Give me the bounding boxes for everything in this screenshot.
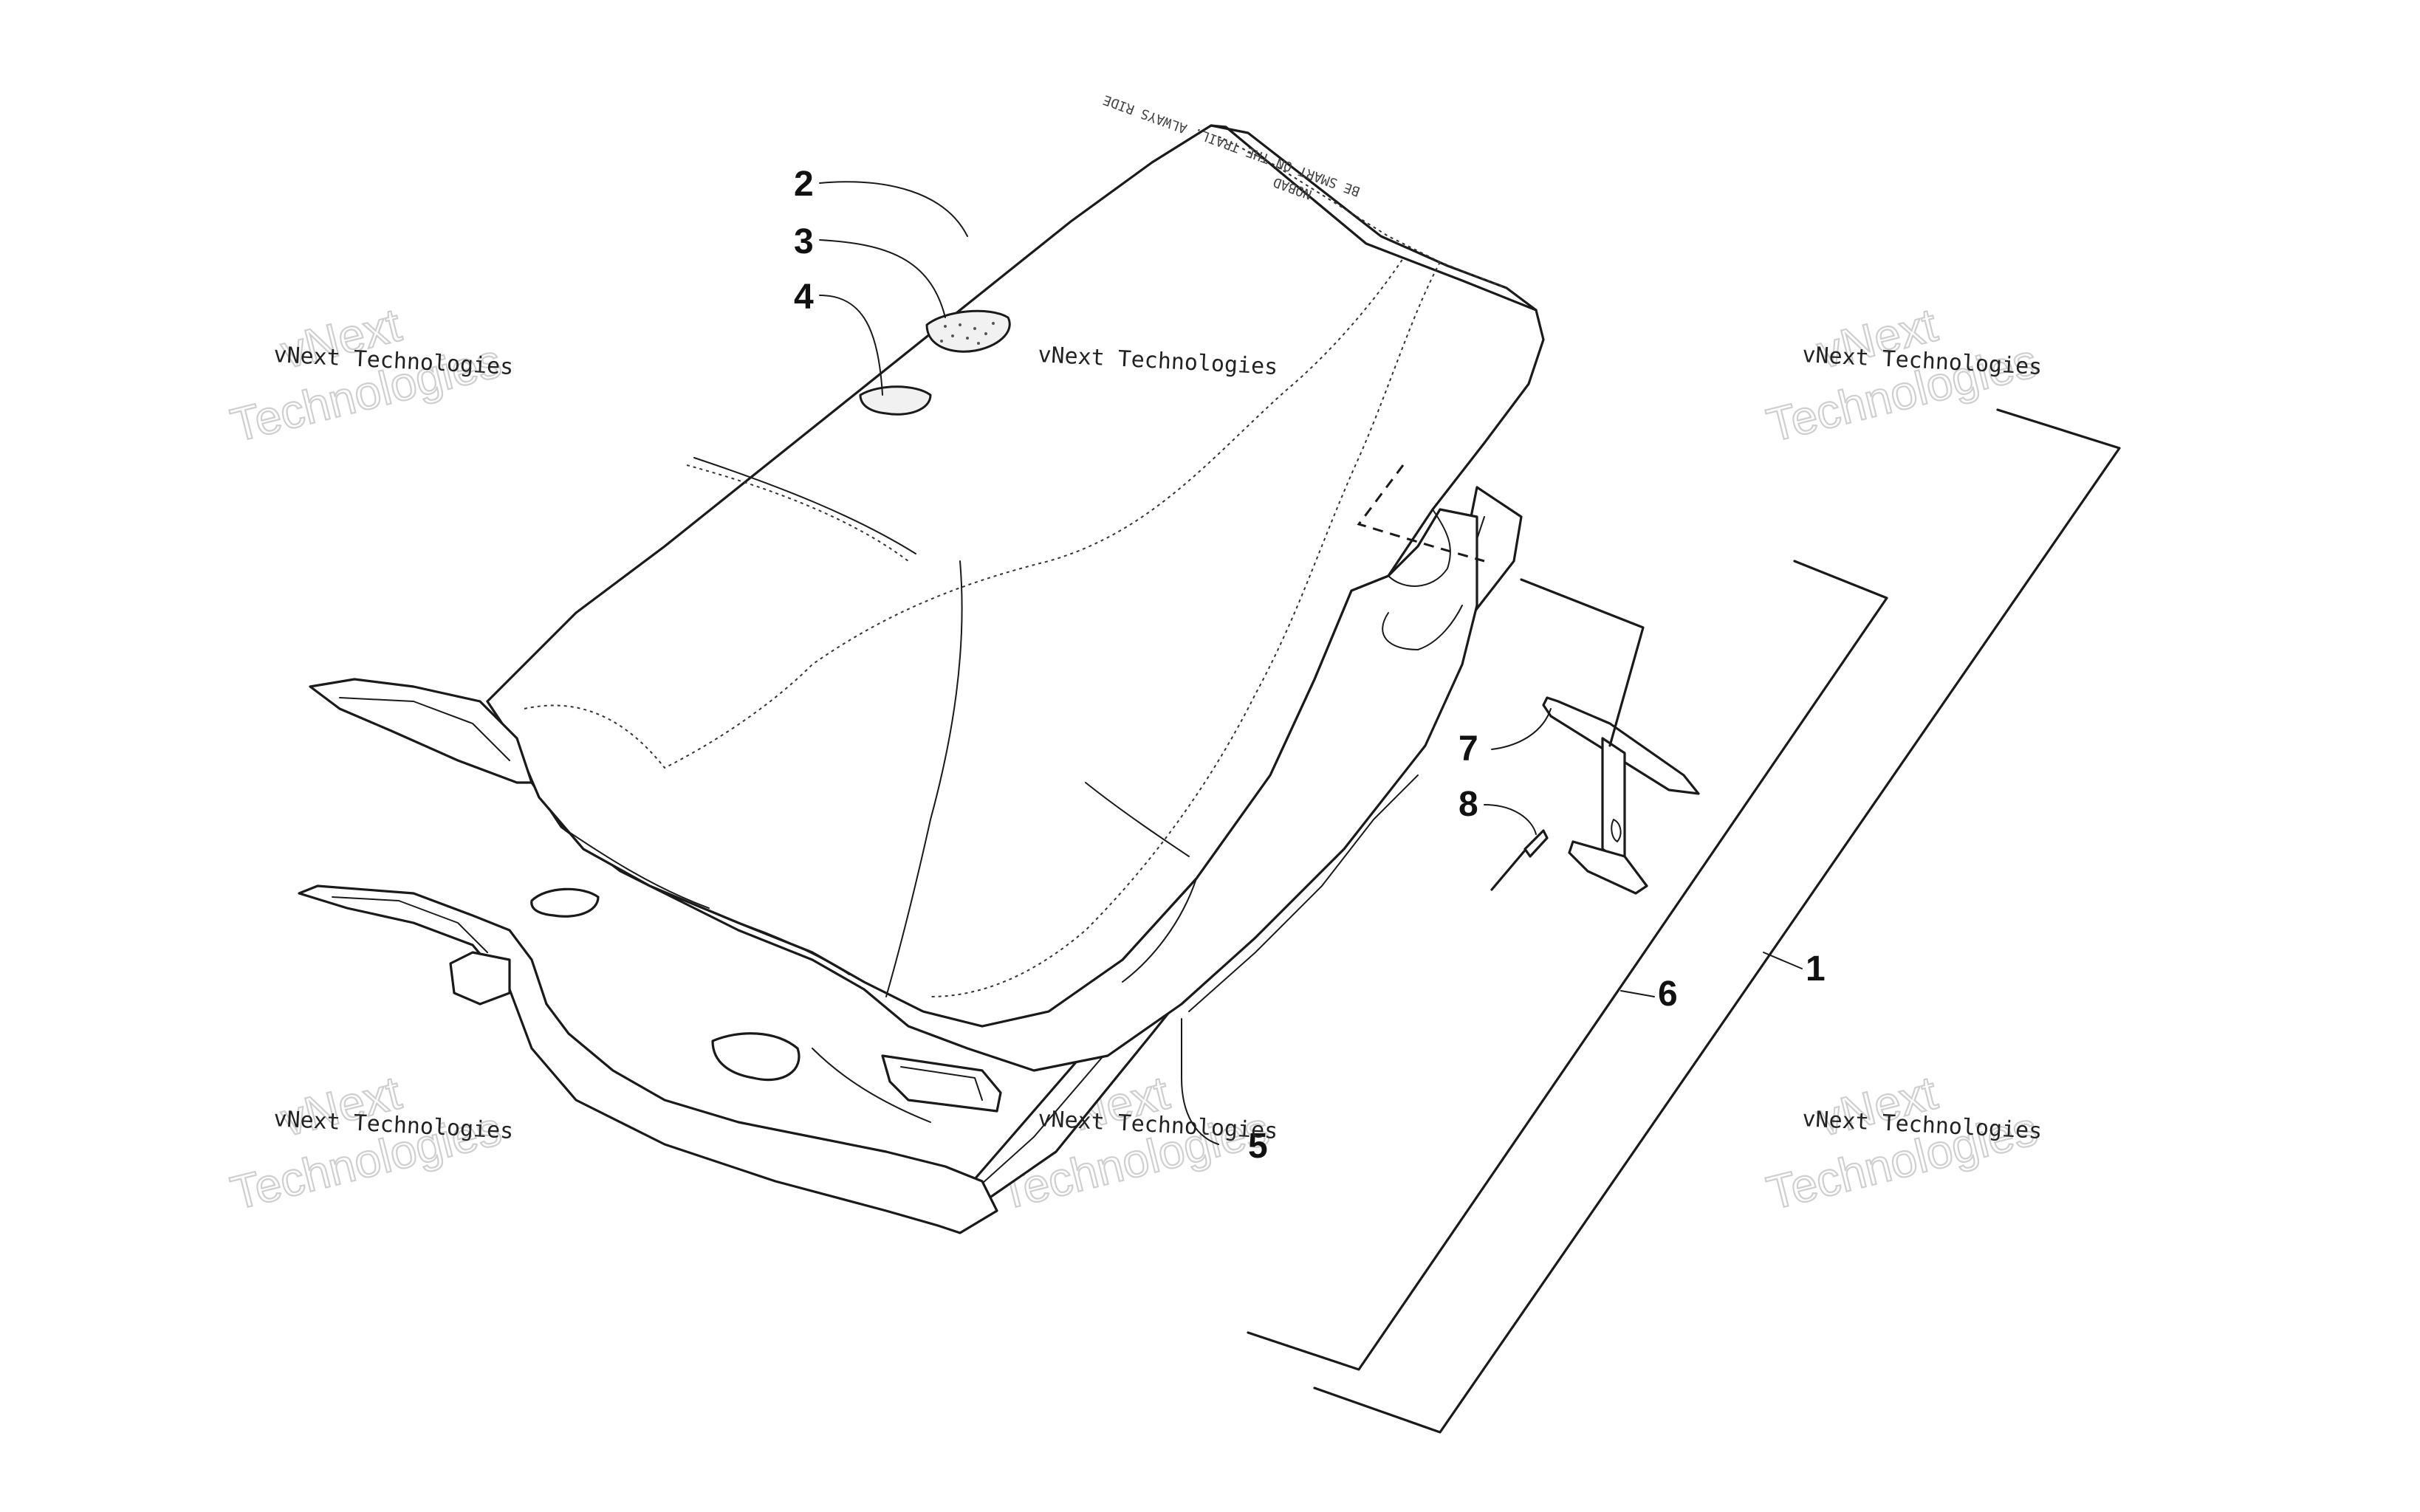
seat-stitch-left (524, 258, 1404, 769)
seat-rear-crease (1382, 605, 1463, 650)
seat-crease-side (1122, 878, 1197, 983)
bracket-vertical-strap (1601, 737, 1626, 865)
seat-rear-pocket (1388, 509, 1451, 587)
callout-8: 8 (1458, 785, 1478, 824)
seat-drawing: NOBAD BE SMART ON THE TRAIL. ALWAYS RIDE (298, 92, 1545, 1234)
callout-5: 5 (1248, 1127, 1268, 1166)
callout-4: 4 (794, 278, 814, 317)
callout-3: 3 (794, 222, 814, 261)
seat-side-crease-1 (561, 826, 710, 909)
seat-side-crease-4 (1085, 782, 1190, 857)
callout-2: 2 (794, 165, 814, 204)
callout-leaders (819, 181, 2121, 1434)
leader-1 (1763, 952, 1803, 969)
seat-stitch-front (686, 464, 909, 562)
seat-cushion-top (486, 124, 1545, 1028)
seat-latch-slot (881, 1054, 1002, 1113)
leader-7 (1491, 708, 1552, 750)
bracket-top-plate (1542, 696, 1700, 795)
seat-base-rail-edge (1188, 774, 1419, 1012)
rivet-head (1523, 829, 1549, 858)
seat-handle-recess (711, 1032, 801, 1082)
rivet-part (1490, 829, 1549, 891)
seat-latch-slot-inner (900, 1066, 983, 1101)
leader-5 (1181, 1018, 1219, 1145)
seat-rear-tail-inner (339, 697, 510, 761)
seat-stitch-right (930, 261, 1441, 997)
seat-front-flap-inner (332, 896, 488, 953)
seat-patch-3 (925, 309, 1011, 353)
seat-hidden-line (1357, 464, 1485, 563)
leader-8 (1484, 804, 1537, 835)
seat-crease-center (885, 560, 963, 997)
seat-side-crease-3 (812, 1048, 931, 1123)
leader-6 (1620, 990, 1655, 997)
seat-side-crease-2 (738, 922, 850, 975)
bracket-group-6 (1247, 560, 1888, 1371)
seat-patch-4 (859, 385, 932, 416)
seat-front-tab (449, 951, 511, 1006)
seat-rear-tail (309, 678, 533, 784)
seat-bolt-head (530, 887, 600, 918)
leader-4 (819, 295, 883, 396)
leader-2 (819, 181, 968, 237)
bracket-part (1542, 696, 1700, 895)
callout-labels: 1 2 3 4 5 6 7 8 (794, 165, 1826, 1166)
seat-front-flap (298, 884, 998, 1234)
bracket-hole (1611, 819, 1622, 842)
seat-back-stitch (1218, 136, 1507, 289)
callout-6: 6 (1658, 975, 1678, 1014)
leader-3 (819, 239, 946, 318)
seat-crease-front (693, 457, 916, 554)
seat-patch-3-texture (940, 322, 995, 345)
bracket-foot (1568, 840, 1648, 895)
bracket-group-1 (1313, 408, 2121, 1434)
callout-7: 7 (1458, 729, 1478, 769)
callout-1: 1 (1806, 949, 1826, 989)
